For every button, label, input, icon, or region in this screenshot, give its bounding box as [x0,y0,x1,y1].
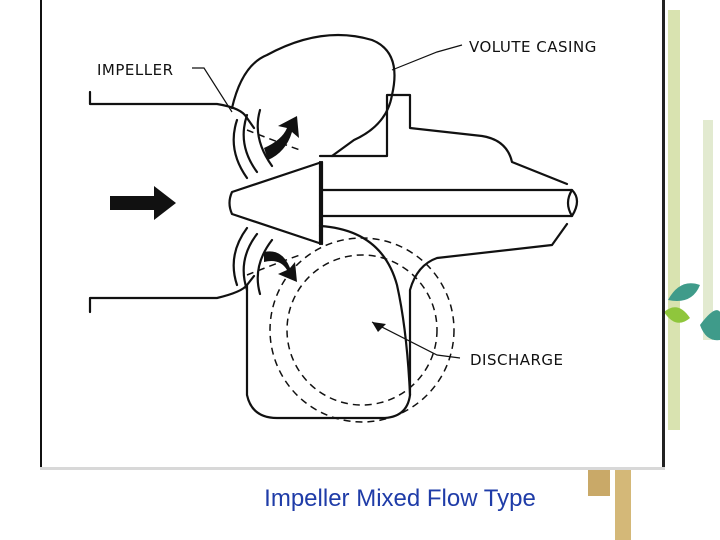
bamboo-stalk-icon [588,10,713,540]
discharge-label: DISCHARGE [470,351,564,369]
inlet-flow-arrow-icon [110,186,176,220]
impeller-hub [228,160,324,246]
slide-caption: Impeller Mixed Flow Type [264,485,536,512]
inlet-pipe-top [88,90,256,130]
impeller-blade-lower [232,226,274,296]
inlet-pipe-bottom [88,274,256,314]
impeller-blade-upper [232,108,274,180]
casing-back-top [318,93,569,186]
volute-upper [230,33,396,158]
shaft [320,188,579,218]
mixed-flow-pump-diagram: IMPELLER VOLUTE CASING DISCHARGE [88,33,597,423]
leaf-icon [664,283,720,341]
shaft-end [566,188,574,218]
flow-curve-arrow-icon [264,251,297,282]
flow-curve-arrow-icon [264,116,299,160]
volute-casing-label: VOLUTE CASING [469,38,597,56]
volute-flow-path [269,237,455,423]
discharge-pointer-arrow-icon [372,322,386,332]
volute-lower [245,222,569,420]
diagram-panel: IMPELLER VOLUTE CASING DISCHARGE [40,0,665,467]
impeller-label: IMPELLER [97,61,174,79]
volute-inner-curve [318,224,412,397]
